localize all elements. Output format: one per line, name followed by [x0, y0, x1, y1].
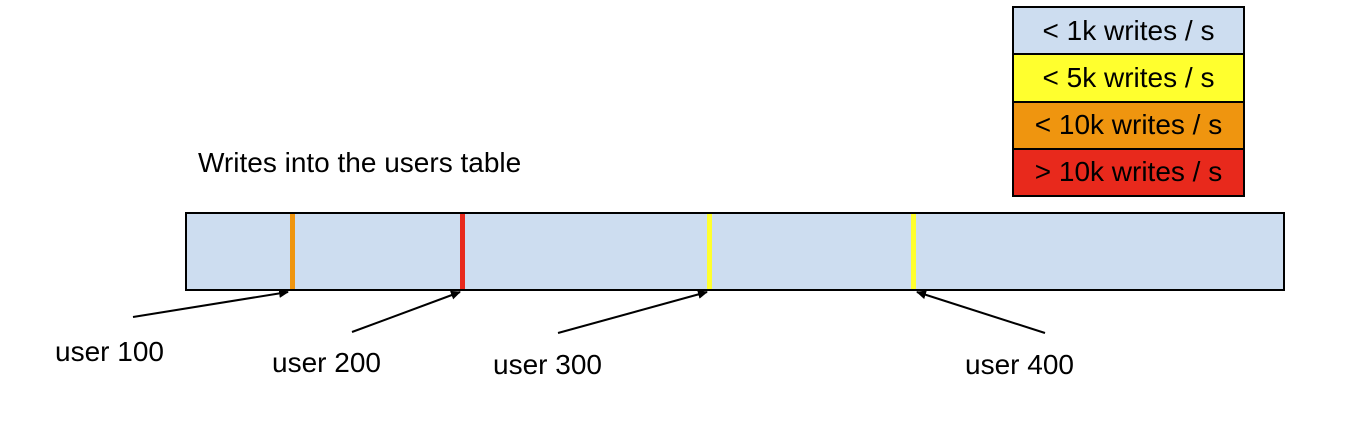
arrow-user-400 [916, 290, 1046, 334]
legend: < 1k writes / s < 5k writes / s < 10k wr… [1012, 6, 1245, 197]
hotspot-stripe-user-100 [290, 214, 295, 289]
hotspot-stripe-user-300 [707, 214, 712, 289]
legend-item-lt-1k: < 1k writes / s [1014, 8, 1243, 56]
legend-item-lt-10k: < 10k writes / s [1014, 102, 1243, 150]
legend-item-label: < 10k writes / s [1034, 109, 1223, 141]
arrow-user-300 [557, 290, 708, 334]
legend-item-gt-10k: > 10k writes / s [1014, 149, 1243, 195]
arrow-user-200 [351, 290, 461, 333]
hotspot-stripe-user-400 [911, 214, 916, 289]
hotspot-stripe-user-200 [460, 214, 465, 289]
diagram-title: Writes into the users table [198, 147, 522, 178]
arrow-user-100 [132, 288, 289, 318]
users-table-bar [185, 212, 1285, 291]
legend-item-lt-5k: < 5k writes / s [1014, 55, 1243, 103]
label-user-200: user 200 [272, 347, 381, 378]
legend-item-label: < 1k writes / s [1042, 14, 1215, 46]
legend-item-label: > 10k writes / s [1034, 156, 1223, 188]
legend-item-label: < 5k writes / s [1042, 61, 1215, 93]
label-user-100: user 100 [55, 336, 164, 367]
label-user-300: user 300 [493, 349, 602, 380]
label-user-400: user 400 [965, 349, 1074, 380]
